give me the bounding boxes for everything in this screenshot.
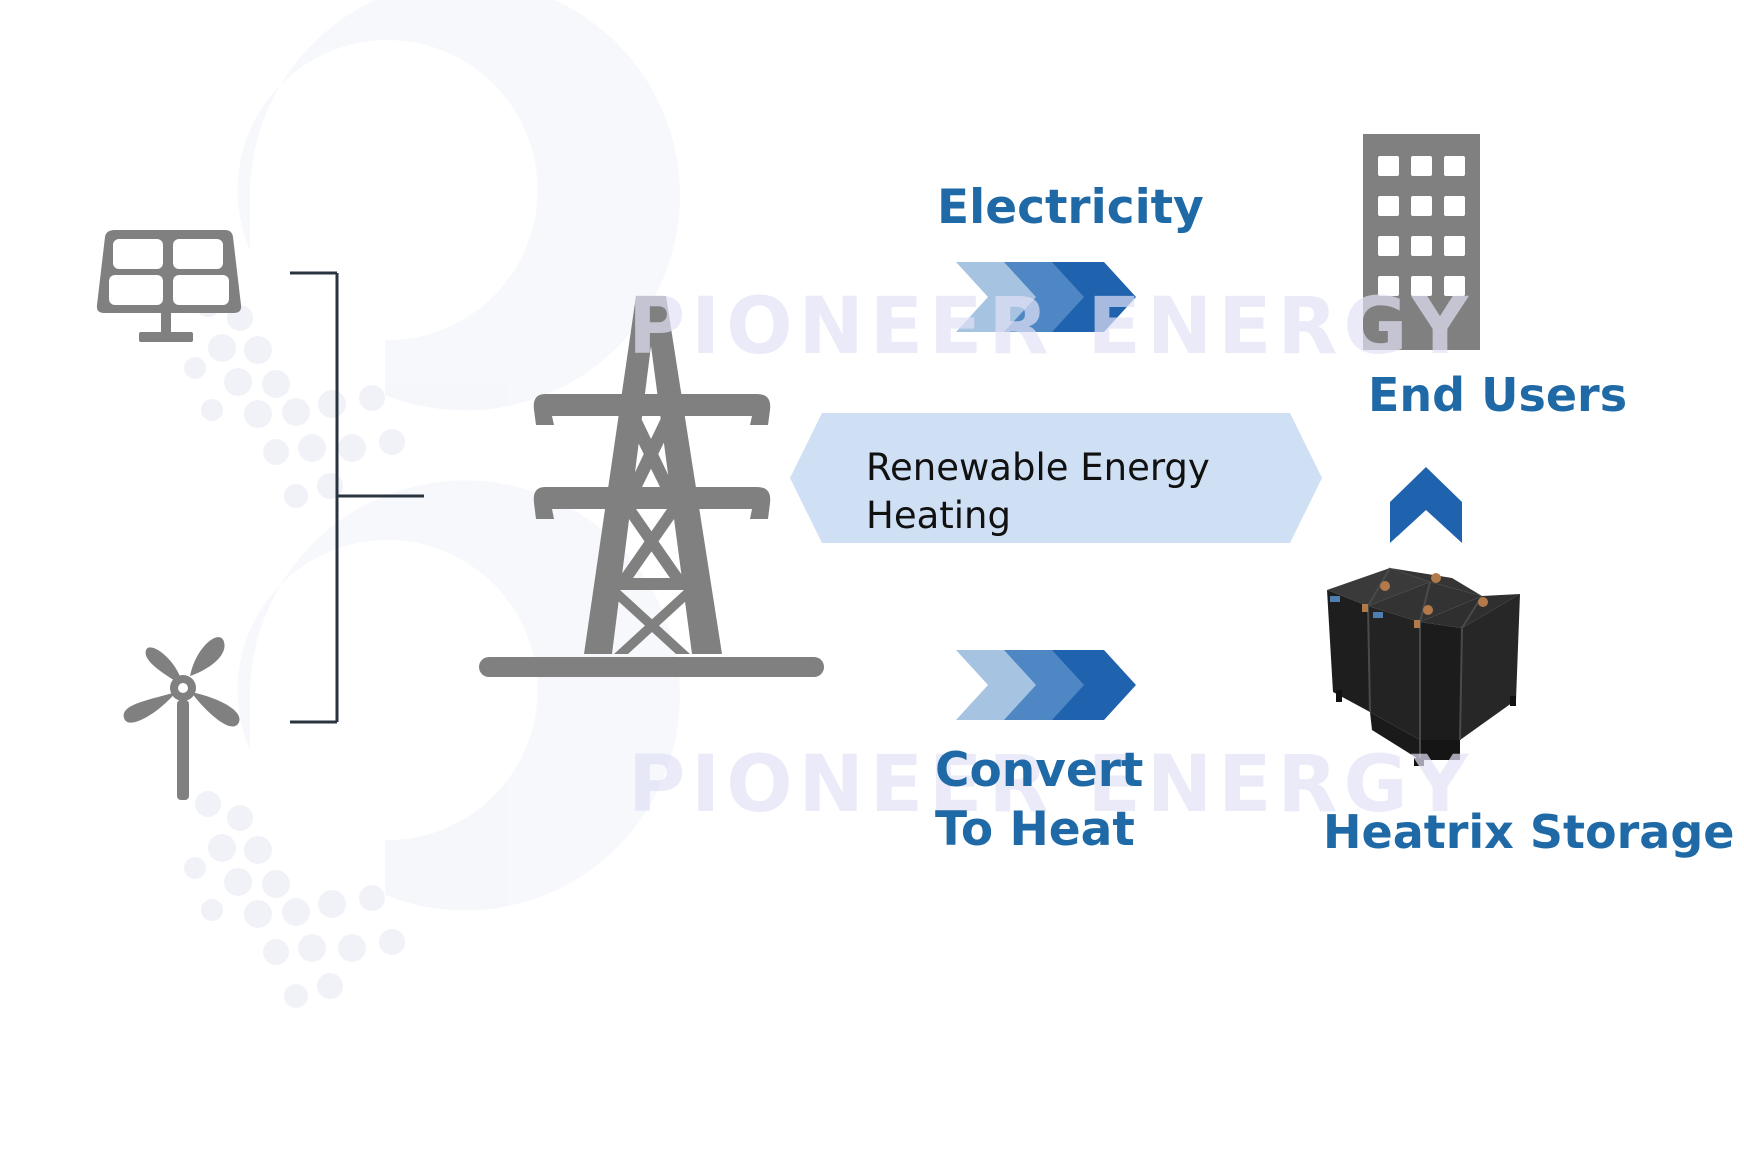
watermark-text-bottom: PIONEER ENERGY xyxy=(628,740,1475,830)
storage-block-icon xyxy=(1327,567,1520,766)
renewable-banner-text-line1: Renewable Energy xyxy=(866,446,1210,489)
end-users-label: End Users xyxy=(1368,368,1628,422)
office-building-icon xyxy=(1363,134,1480,350)
chevron-arrow-icon xyxy=(956,650,1136,720)
source-bracket xyxy=(290,271,424,724)
chevron-arrow-icon xyxy=(956,262,1136,332)
wind-turbine-icon xyxy=(123,637,240,800)
logo-watermark-top xyxy=(184,0,680,508)
transmission-tower-icon xyxy=(479,296,824,677)
up-chevron-icon xyxy=(1390,467,1462,543)
logo-watermark-bottom xyxy=(184,480,680,1008)
watermark-text-top: PIONEER ENERGY xyxy=(628,282,1475,372)
solar-panel-icon xyxy=(96,230,242,342)
heatrix-storage-label: Heatrix Storage xyxy=(1323,805,1735,859)
convert-to-heat-label-line2: To Heat xyxy=(935,802,1135,857)
renewable-banner-text-line2: Heating xyxy=(866,494,1011,537)
electricity-label: Electricity xyxy=(937,180,1204,235)
renewable-banner xyxy=(790,413,1322,543)
convert-to-heat-label-line1: Convert xyxy=(935,743,1144,798)
